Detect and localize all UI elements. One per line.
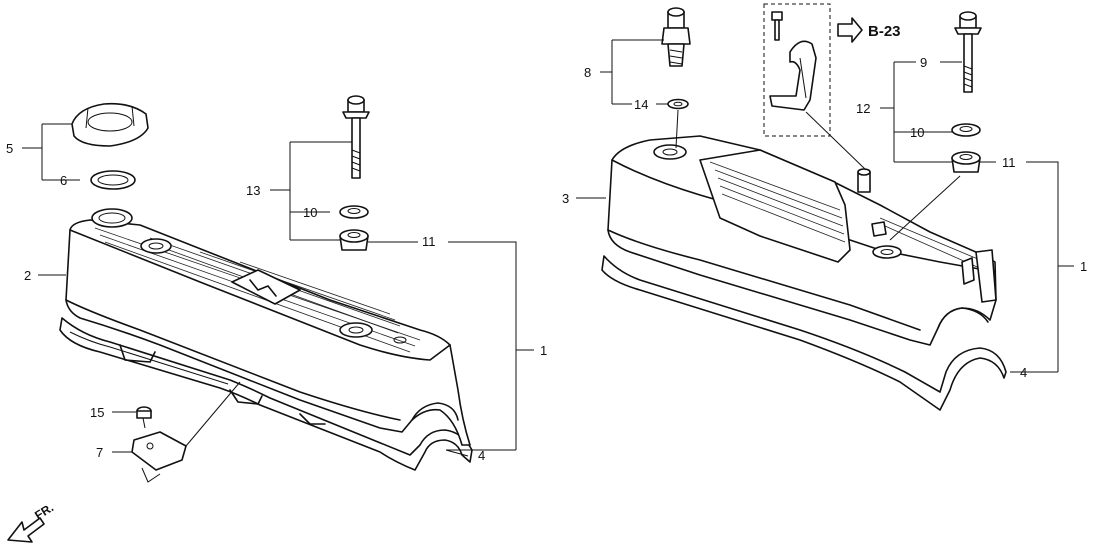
oil-filler-cap <box>71 102 149 147</box>
left-cover-gasket <box>59 317 473 471</box>
reference-box <box>763 3 831 137</box>
bracket <box>131 431 187 483</box>
right-cover-bolt <box>954 11 982 93</box>
callout-11-right: 11 <box>1002 155 1016 170</box>
cap-gasket-ring <box>90 170 136 190</box>
callout-1-right: 1 <box>1080 259 1087 274</box>
left-valve-cover <box>65 208 471 446</box>
callout-15: 15 <box>90 405 104 420</box>
callout-9: 9 <box>920 55 927 70</box>
callout-1-left: 1 <box>540 343 547 358</box>
callout-2: 2 <box>24 268 31 283</box>
callout-6: 6 <box>60 173 67 188</box>
right-cover-gasket <box>601 255 1007 411</box>
right-valve-cover <box>607 135 997 346</box>
callout-3: 3 <box>562 191 569 206</box>
bracket-bolt <box>136 406 152 429</box>
leader-lines <box>22 39 1074 457</box>
left-grommet <box>339 229 369 251</box>
callout-10-right: 10 <box>910 125 924 140</box>
callout-4-right: 4 <box>1020 365 1027 380</box>
callout-7: 7 <box>96 445 103 460</box>
callout-11-left: 11 <box>422 234 436 249</box>
callout-10-left: 10 <box>303 205 317 220</box>
callout-13: 13 <box>246 183 260 198</box>
temperature-sensor <box>661 7 691 67</box>
reference-label: B-23 <box>868 23 901 40</box>
left-washer <box>339 205 369 219</box>
callout-labels: 5 6 2 13 10 11 1 4 15 7 8 14 3 9 12 10 1… <box>6 23 1087 523</box>
callout-14: 14 <box>634 97 648 112</box>
callout-12: 12 <box>856 101 870 116</box>
callout-8: 8 <box>584 65 591 80</box>
sensor-washer <box>667 98 689 110</box>
front-direction-label: FR. <box>32 500 56 522</box>
reference-arrow-icon <box>837 17 863 43</box>
left-cover-bolt <box>342 95 370 179</box>
right-washer <box>951 123 981 137</box>
right-grommet <box>951 151 981 173</box>
callout-4-left: 4 <box>478 448 485 463</box>
front-direction-arrow-icon <box>7 517 45 543</box>
callout-5: 5 <box>6 141 13 156</box>
